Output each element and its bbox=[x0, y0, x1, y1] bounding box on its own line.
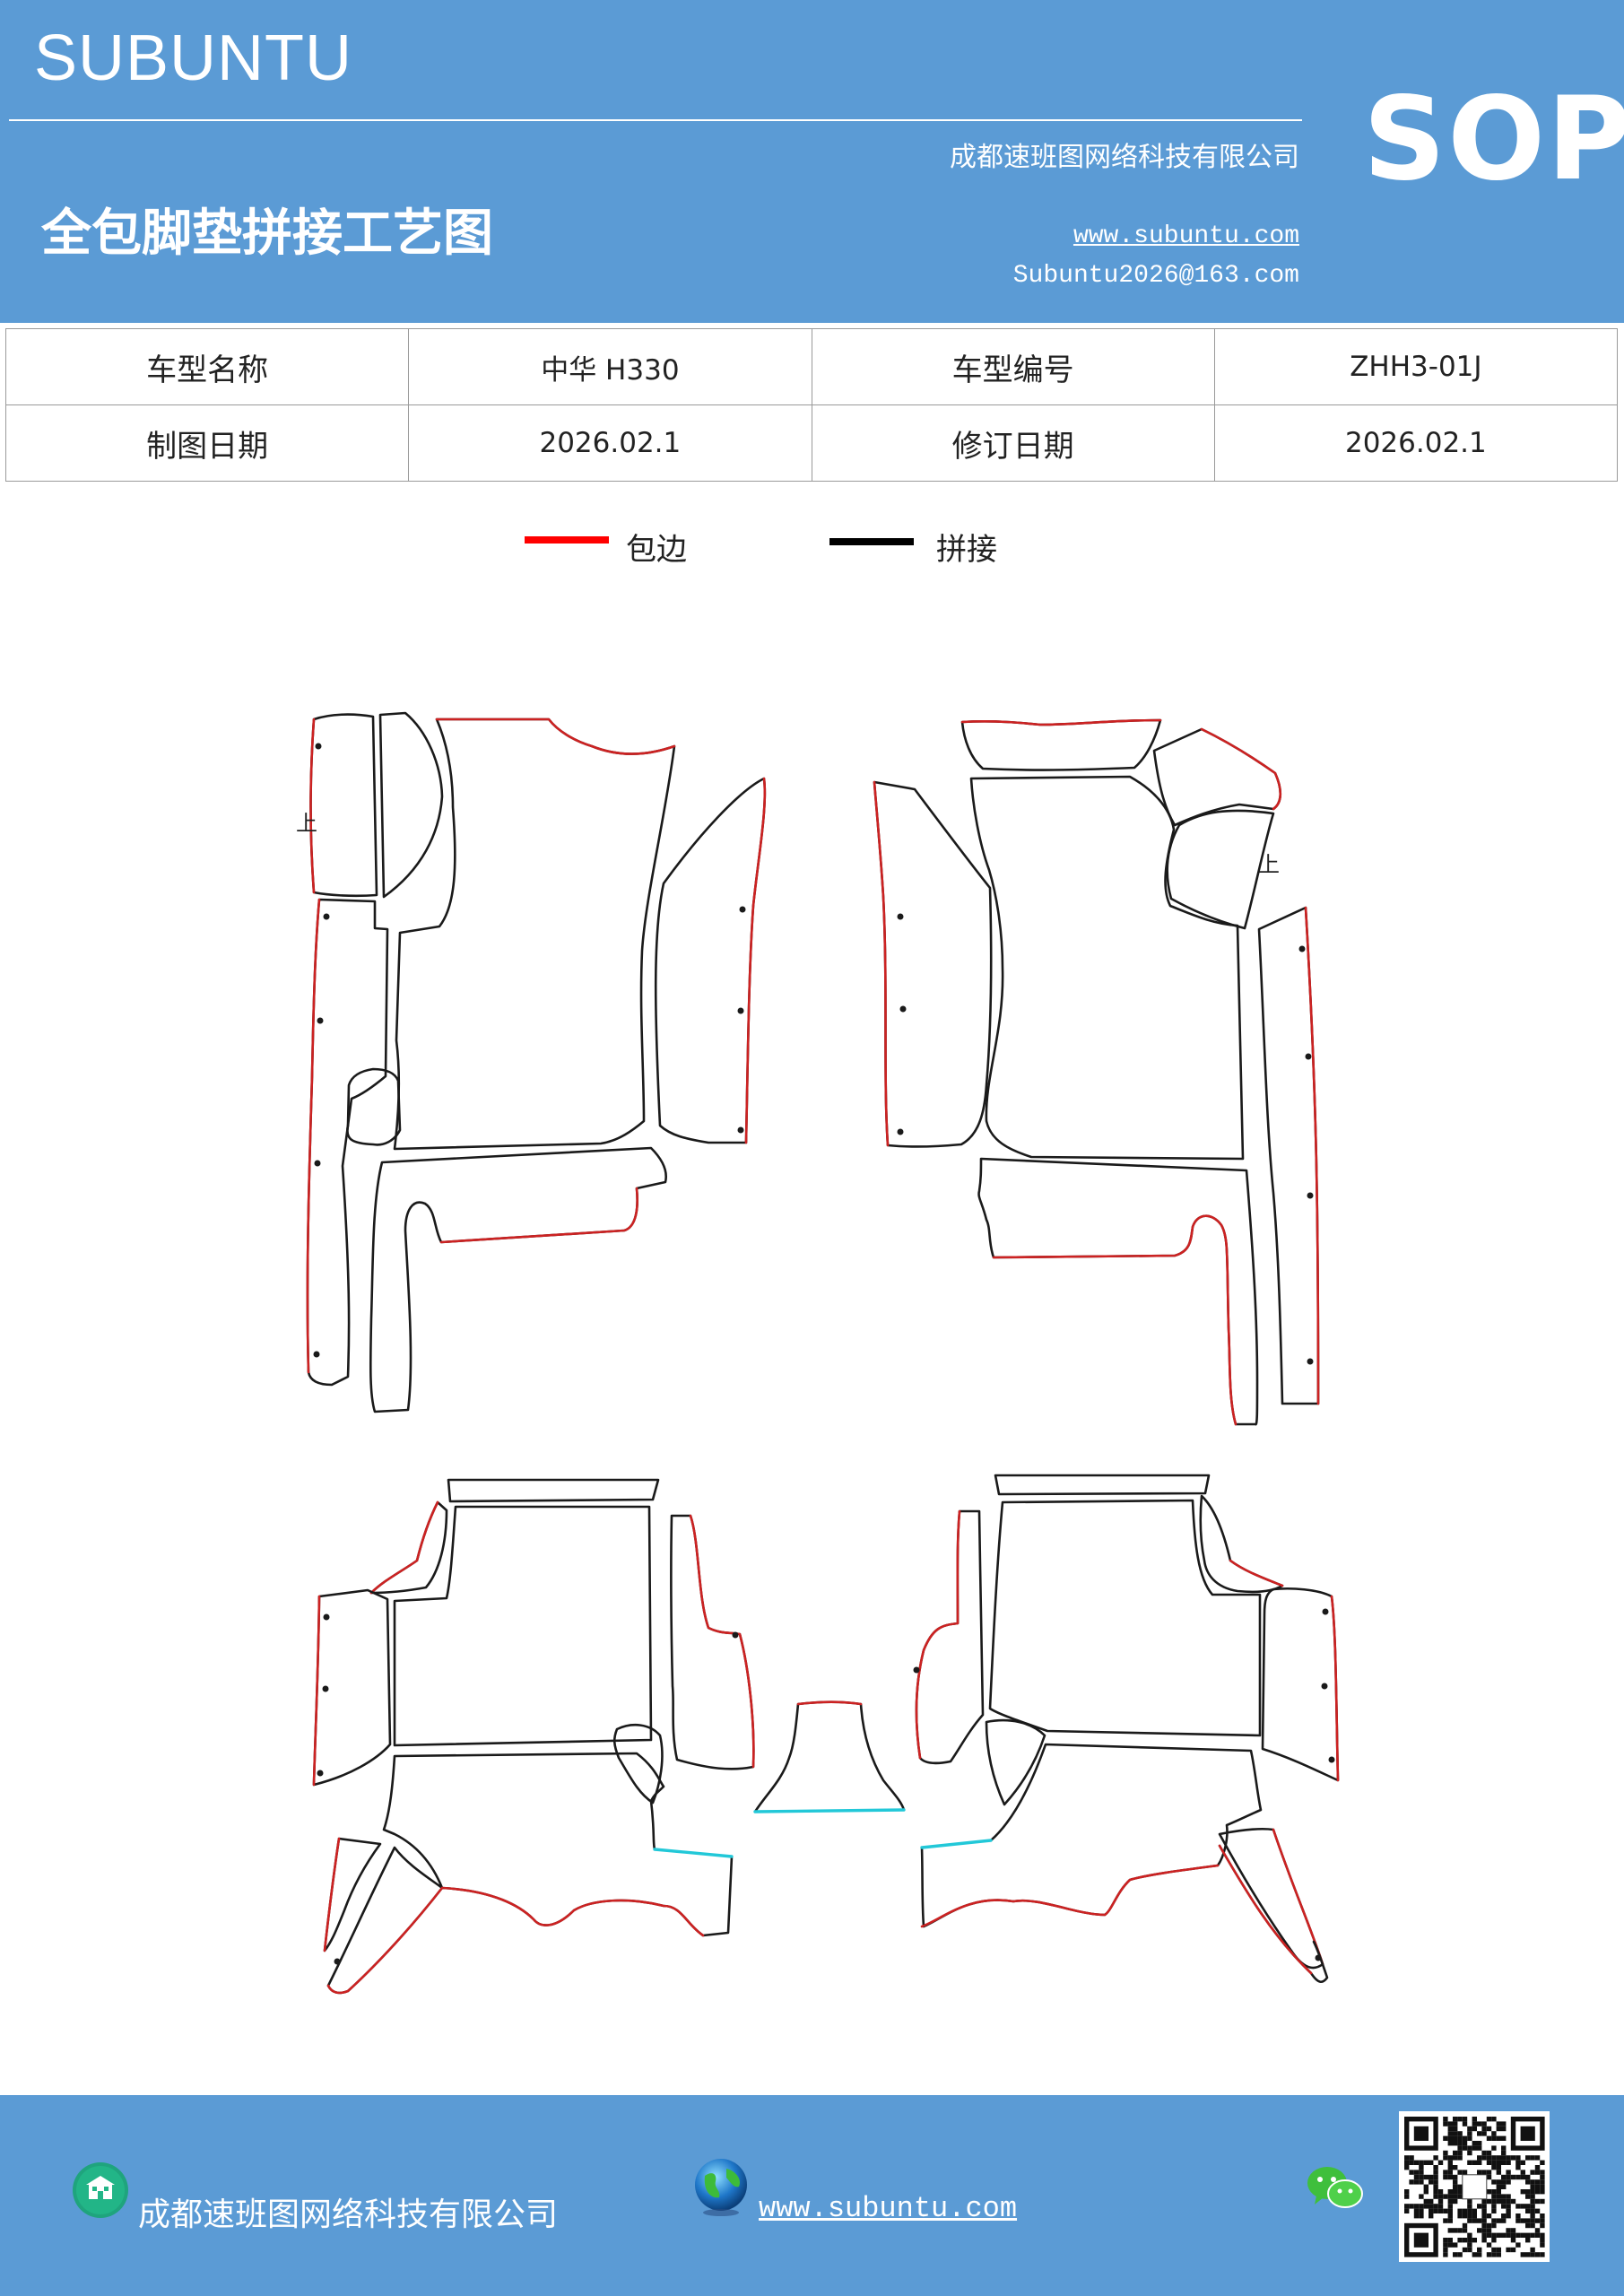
mat-piece bbox=[654, 777, 767, 1144]
mat-piece bbox=[1200, 727, 1282, 811]
mat-piece bbox=[920, 1839, 993, 1849]
value-vehicle-code: ZHH3-01J bbox=[1213, 328, 1619, 405]
mat-piece bbox=[326, 1886, 444, 1995]
mat-piece bbox=[378, 711, 444, 899]
vehicle-info-table: 车型名称 中华 H330 车型编号 ZHH3-01J 制图日期 2026.02.… bbox=[4, 328, 1619, 482]
mat-piece bbox=[653, 1848, 734, 1858]
mat-piece bbox=[744, 777, 767, 1144]
orientation-mark: 上 bbox=[296, 811, 317, 836]
mat-piece bbox=[960, 718, 1162, 726]
mat-piece bbox=[1218, 1827, 1324, 1970]
label-draw-date: 制图日期 bbox=[4, 404, 410, 482]
mat-piece bbox=[439, 1187, 638, 1244]
table-row: 制图日期 2026.02.1 修订日期 2026.02.1 bbox=[4, 404, 1619, 482]
orientation-mark: 上 bbox=[1258, 852, 1280, 877]
page-title: 全包脚垫拼接工艺图 bbox=[41, 204, 493, 263]
mat-piece bbox=[753, 1808, 906, 1813]
mat-piece bbox=[369, 1146, 667, 1413]
mat-piece bbox=[312, 1595, 321, 1787]
doc-type-label: SOP bbox=[1363, 73, 1624, 206]
table-row: 车型名称 中华 H330 车型编号 ZHH3-01J bbox=[4, 328, 1619, 405]
legend-binding-swatch bbox=[525, 536, 609, 544]
mat-piece bbox=[435, 718, 676, 755]
mat-piece bbox=[873, 780, 993, 1148]
mat-piece bbox=[346, 1067, 402, 1146]
legend-seam-label: 拼接 bbox=[936, 532, 997, 568]
mat-piece bbox=[326, 1846, 444, 1995]
brand-name: SUBUNTU bbox=[34, 22, 353, 94]
mat-piece bbox=[992, 1214, 1238, 1426]
mat-piece bbox=[309, 713, 378, 898]
mat-piece bbox=[1304, 906, 1320, 1405]
value-revision-date: 2026.02.1 bbox=[1213, 404, 1619, 482]
value-vehicle-name: 中华 H330 bbox=[408, 328, 812, 405]
mat-piece bbox=[988, 1499, 1262, 1737]
mat-piece bbox=[796, 1700, 863, 1706]
mat-piece bbox=[969, 775, 1245, 1161]
mat-piece bbox=[960, 718, 1162, 771]
mat-piece bbox=[985, 1718, 1046, 1806]
mat-piece bbox=[915, 1509, 985, 1765]
globe-icon bbox=[690, 2156, 751, 2217]
mat-piece bbox=[977, 1157, 1259, 1426]
mat-piece bbox=[393, 1505, 653, 1747]
mat-piece bbox=[306, 898, 321, 1374]
email-address: Subuntu2026@163.com bbox=[1012, 262, 1299, 290]
label-vehicle-name: 车型名称 bbox=[4, 328, 410, 405]
website-link[interactable]: www.subuntu.com bbox=[1073, 222, 1299, 250]
mat-piece bbox=[393, 718, 676, 1151]
mat-piece bbox=[382, 1752, 734, 1937]
mat-piece bbox=[447, 1478, 660, 1503]
mat-piece bbox=[323, 1837, 341, 1952]
mat-piece bbox=[369, 1500, 439, 1595]
label-vehicle-code: 车型编号 bbox=[811, 328, 1215, 405]
mat-piece bbox=[873, 780, 890, 1147]
legend-binding-label: 包边 bbox=[626, 532, 687, 568]
mat-piece bbox=[1199, 1494, 1284, 1594]
mat-piece bbox=[1229, 1559, 1284, 1587]
mat-piece bbox=[369, 1500, 448, 1595]
wechat-icon bbox=[1306, 2163, 1365, 2213]
mat-piece bbox=[612, 1723, 664, 1805]
mat-piece bbox=[1218, 1844, 1329, 1983]
value-draw-date: 2026.02.1 bbox=[408, 404, 812, 482]
company-name: 成都速班图网络科技有限公司 bbox=[950, 142, 1299, 173]
mat-piece bbox=[753, 1700, 906, 1813]
mat-piece bbox=[920, 1743, 1263, 1928]
mat-piece bbox=[915, 1509, 961, 1760]
mat-piece bbox=[306, 898, 389, 1387]
legend-seam-swatch bbox=[829, 538, 914, 545]
grommet-dots bbox=[313, 743, 1335, 1965]
header-divider bbox=[9, 119, 1302, 121]
mat-piece bbox=[440, 1886, 705, 1937]
footer-website-link[interactable]: www.subuntu.com bbox=[759, 2192, 1018, 2225]
header-banner: SUBUNTU SOP 成都速班图网络科技有限公司 全包脚垫拼接工艺图 www.… bbox=[0, 0, 1624, 323]
label-revision-date: 修订日期 bbox=[811, 404, 1215, 482]
qr-code bbox=[1399, 2111, 1550, 2262]
mat-piece bbox=[920, 1864, 1220, 1928]
building-icon bbox=[72, 2161, 129, 2219]
mat-piece bbox=[994, 1474, 1211, 1496]
mat-piece bbox=[689, 1514, 755, 1769]
mat-piece bbox=[1152, 727, 1282, 827]
footer-company-name: 成都速班图网络科技有限公司 bbox=[138, 2196, 559, 2233]
mat-piece bbox=[1166, 809, 1275, 930]
mat-piece bbox=[1330, 1595, 1340, 1782]
mat-piece bbox=[309, 718, 316, 894]
mat-piece bbox=[1218, 1844, 1313, 1975]
